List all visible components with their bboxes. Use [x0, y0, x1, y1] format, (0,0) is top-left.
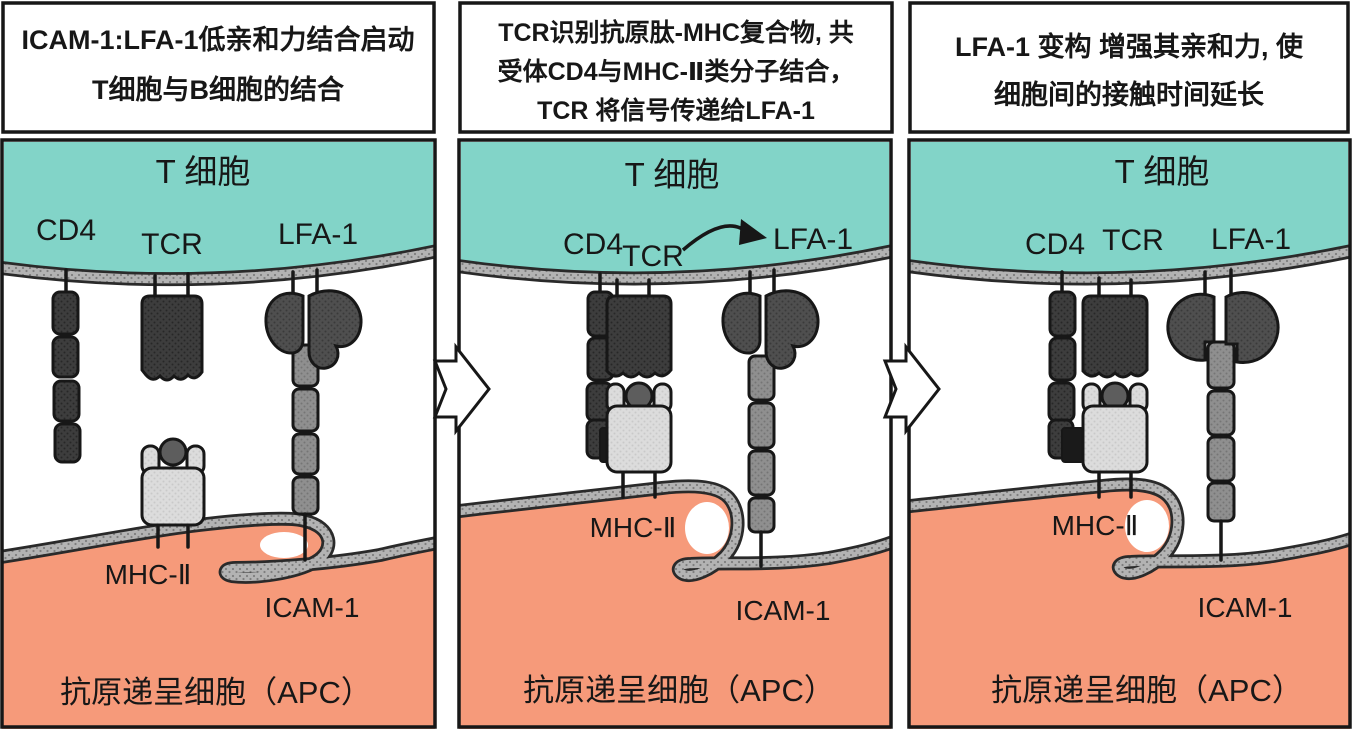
mhc2-body	[140, 466, 206, 527]
lfa1-right-lobe	[764, 289, 820, 370]
panel-1-diagram: T 细胞 CD4 TCR LFA-1 MHC-Ⅱ ICAM-1 抗原递呈细胞（A…	[2, 142, 435, 729]
panel-3-title-box	[908, 1, 1350, 134]
mhc2-label: MHC-Ⅱ	[105, 559, 192, 590]
lfa1-right-lobe	[307, 289, 363, 370]
icam1-label: ICAM-1	[736, 595, 831, 626]
cd4-domain	[1048, 290, 1077, 338]
apc-body	[909, 484, 1350, 729]
icam1-head-domain	[1206, 340, 1236, 390]
cd4-domain	[51, 335, 80, 379]
t-cell-label: T 细胞	[1115, 153, 1210, 190]
icam1-label: ICAM-1	[1198, 592, 1293, 623]
cd4-mhc2-contact	[1061, 427, 1085, 463]
apc-label: 抗原递呈细胞（APC）	[60, 675, 372, 710]
panel-2-border	[457, 138, 893, 729]
icam1-domain	[747, 354, 776, 402]
cd4-domain	[52, 379, 81, 423]
membrane-fold-pocket	[1125, 500, 1169, 552]
icam1-domain	[1206, 389, 1236, 437]
signal-arrowhead	[739, 219, 767, 245]
t-cell-body	[911, 142, 1348, 278]
panel-2-title-line: 受体CD4与MHC-Ⅱ类分子结合，	[498, 57, 855, 86]
apc-membrane	[459, 482, 891, 580]
panel-3-diagram: T 细胞 CD4 TCR LFA-1 MHC-Ⅱ ICAM-1 抗原递呈细胞（A…	[909, 142, 1350, 729]
apc-membrane	[909, 480, 1350, 578]
apc-label: 抗原递呈细胞（APC）	[523, 673, 835, 708]
apc-membrane	[2, 514, 435, 582]
panel-1-title-line: ICAM-1:LFA-1低亲和力结合启动	[22, 24, 415, 55]
lfa1-label: LFA-1	[278, 218, 358, 251]
icam1-domain	[747, 401, 776, 450]
tcr-label: TCR	[622, 240, 684, 273]
t-cell-body	[4, 142, 433, 279]
panel-3: T 细胞 CD4 TCR LFA-1 MHC-Ⅱ ICAM-1 抗原递呈细胞（A…	[907, 1, 1352, 729]
antigen-peptide	[158, 437, 188, 467]
icam1-domain	[747, 496, 776, 534]
icam1-domain	[291, 475, 320, 516]
mhc2-body	[1081, 404, 1149, 474]
lfa1-left-lobe	[1166, 292, 1216, 362]
tcr-molecule	[1081, 294, 1149, 379]
panel-1-title-line: T细胞与B细胞的结合	[92, 74, 344, 105]
t-cell-membrane	[2, 247, 435, 284]
mhc2-label: MHC-Ⅱ	[590, 512, 677, 543]
panel-1-border	[0, 138, 437, 729]
panel-2-title-line: TCR 将信号传递给LFA-1	[537, 96, 815, 125]
mhc2-body	[605, 404, 673, 474]
lfa1-label: LFA-1	[1211, 223, 1291, 256]
panel-3-border	[907, 138, 1352, 729]
icam1-domain	[747, 449, 776, 497]
tcr-molecule	[140, 294, 204, 382]
icam1-domain	[1206, 481, 1236, 523]
icam1-domain	[291, 432, 320, 476]
step-arrow-2-icon	[882, 342, 941, 436]
panel-3-title-line: LFA-1 变构 增强其亲和力, 使	[955, 31, 1304, 62]
panel-3-title-line: 细胞间的接触时间延长	[994, 79, 1265, 110]
icam1-domain	[1206, 435, 1236, 483]
t-cell-membrane	[909, 247, 1350, 283]
icam1-label: ICAM-1	[265, 592, 360, 623]
membrane-fold-pocket	[260, 532, 308, 558]
tcr-molecule	[605, 294, 673, 379]
cd4-label: CD4	[36, 214, 96, 247]
panel-2-title-box	[458, 1, 894, 134]
panel-1-title-box	[1, 1, 436, 134]
cd4-label: CD4	[1025, 228, 1085, 261]
icam1-domain	[291, 387, 320, 433]
lfa1-label: LFA-1	[773, 223, 853, 256]
cd4-label: CD4	[563, 228, 623, 261]
step-arrow-1-icon	[432, 342, 491, 436]
tcr-label: TCR	[141, 228, 203, 261]
apc-label: 抗原递呈细胞（APC）	[991, 673, 1303, 708]
lfa1-left-lobe	[264, 291, 305, 355]
panel-2: T 细胞 CD4 TCR LFA-1 MHC-Ⅱ ICAM-1 抗原递呈细胞（A…	[457, 1, 894, 729]
t-cell-membrane	[459, 247, 891, 283]
apc-body	[2, 518, 435, 729]
apc-body	[459, 486, 891, 729]
cd4-domain	[1047, 381, 1076, 423]
t-cell-body	[461, 142, 889, 278]
t-cell-label: T 细胞	[156, 153, 251, 190]
t-cell-label: T 细胞	[625, 156, 720, 193]
panel-1: T 细胞 CD4 TCR LFA-1 MHC-Ⅱ ICAM-1 抗原递呈细胞（A…	[0, 1, 437, 729]
panel-2-title-line: TCR识别抗原肽-MHC复合物, 共	[498, 18, 854, 47]
mhc2-label: MHC-Ⅱ	[1052, 510, 1139, 541]
lfa1-left-lobe	[721, 291, 762, 355]
cd4-domain	[1048, 336, 1077, 382]
cd4-domain	[51, 290, 80, 336]
tcr-label: TCR	[1102, 224, 1164, 257]
membrane-fold-pocket	[685, 502, 729, 554]
panel-2-diagram: T 细胞 CD4 TCR LFA-1 MHC-Ⅱ ICAM-1 抗原递呈细胞（A…	[459, 142, 891, 729]
cd4-domain	[53, 422, 82, 464]
lfa1-right-lobe	[1224, 291, 1280, 365]
